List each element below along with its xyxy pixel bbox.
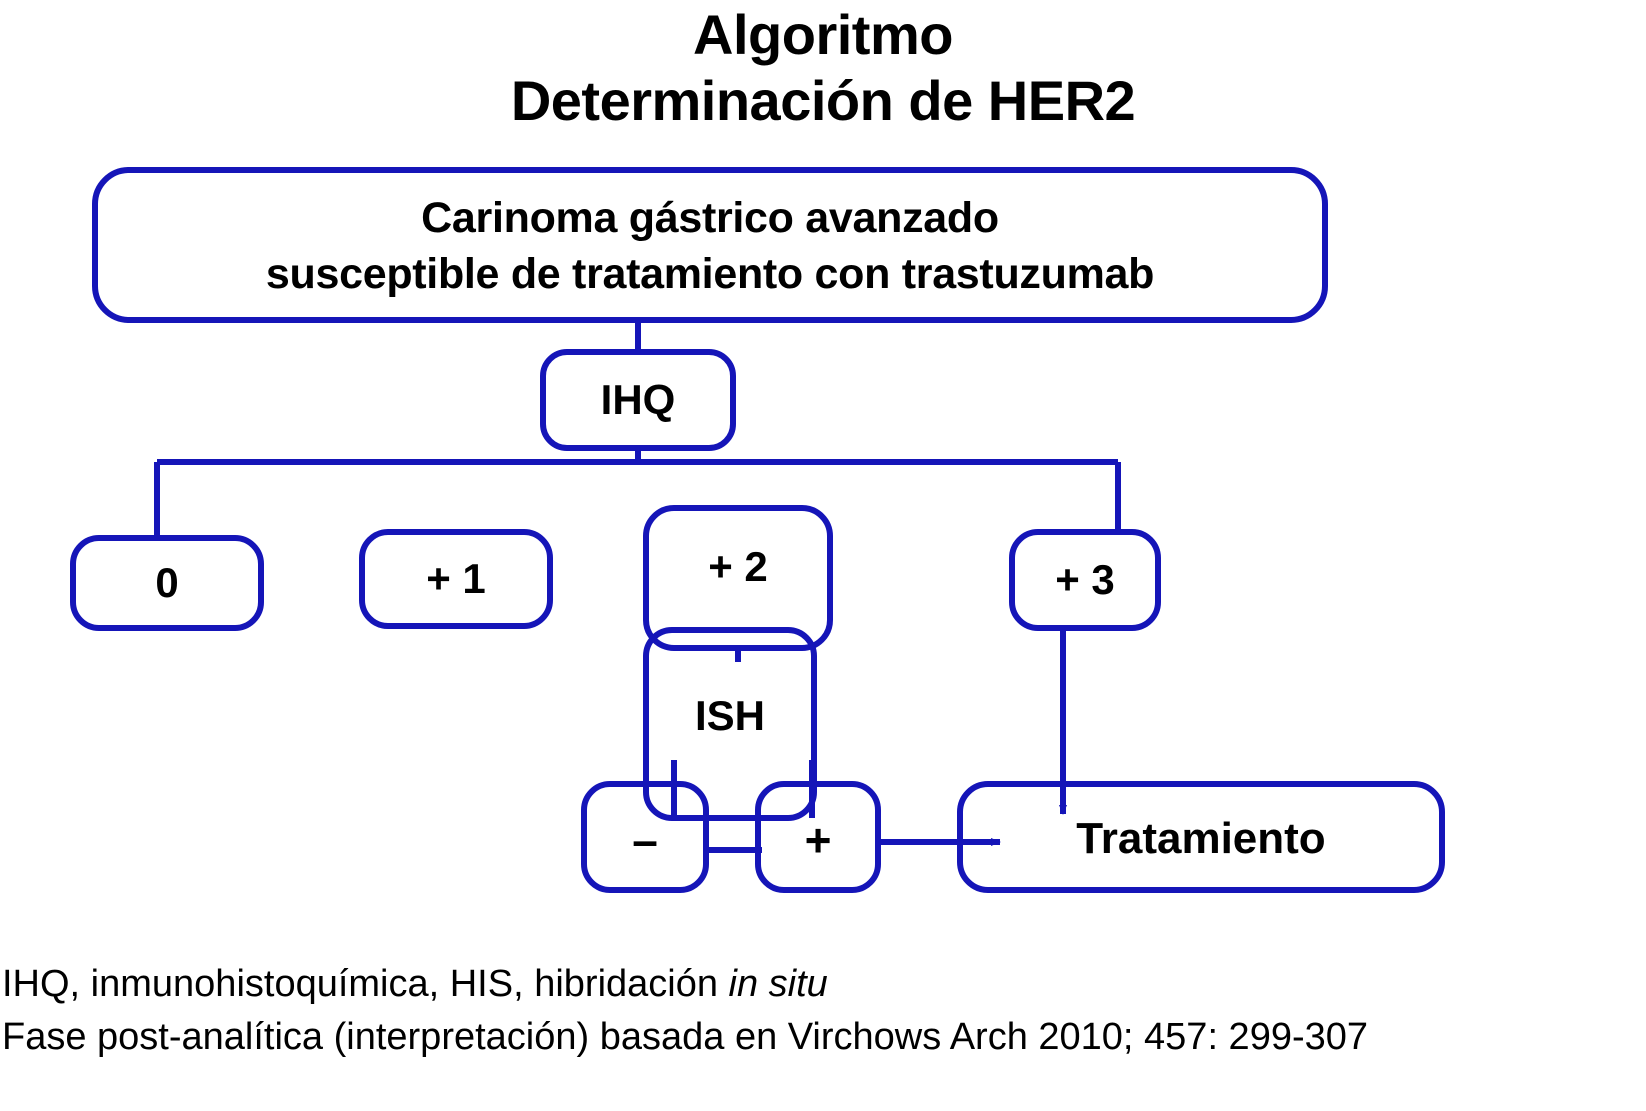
box-treatment — [957, 781, 1445, 893]
box-ish — [643, 627, 817, 821]
footnote-abbreviations: IHQ, inmunohistoquímica, HIS, hibridació… — [2, 963, 729, 1005]
title-line-1: Algoritmo — [693, 3, 953, 66]
page-title: Algoritmo Determinación de HER2 — [0, 2, 1646, 134]
box-ish-negative — [581, 781, 709, 893]
box-score-plus2 — [643, 505, 833, 651]
footnote-in-situ: in situ — [728, 963, 828, 1005]
box-indication — [92, 167, 1328, 323]
box-score-0 — [70, 535, 264, 631]
box-score-plus3 — [1009, 529, 1161, 631]
box-ish-positive — [755, 781, 881, 893]
footnote-line-2: Fase post-analítica (interpretación) bas… — [2, 1016, 1369, 1058]
footnote-line-1: IHQ, inmunohistoquímica, HIS, hibridació… — [2, 958, 1642, 1011]
box-ihq — [540, 349, 736, 451]
title-line-2: Determinación de HER2 — [510, 69, 1136, 132]
footnotes: IHQ, inmunohistoquímica, HIS, hibridació… — [2, 958, 1642, 1064]
box-score-plus1 — [359, 529, 553, 629]
